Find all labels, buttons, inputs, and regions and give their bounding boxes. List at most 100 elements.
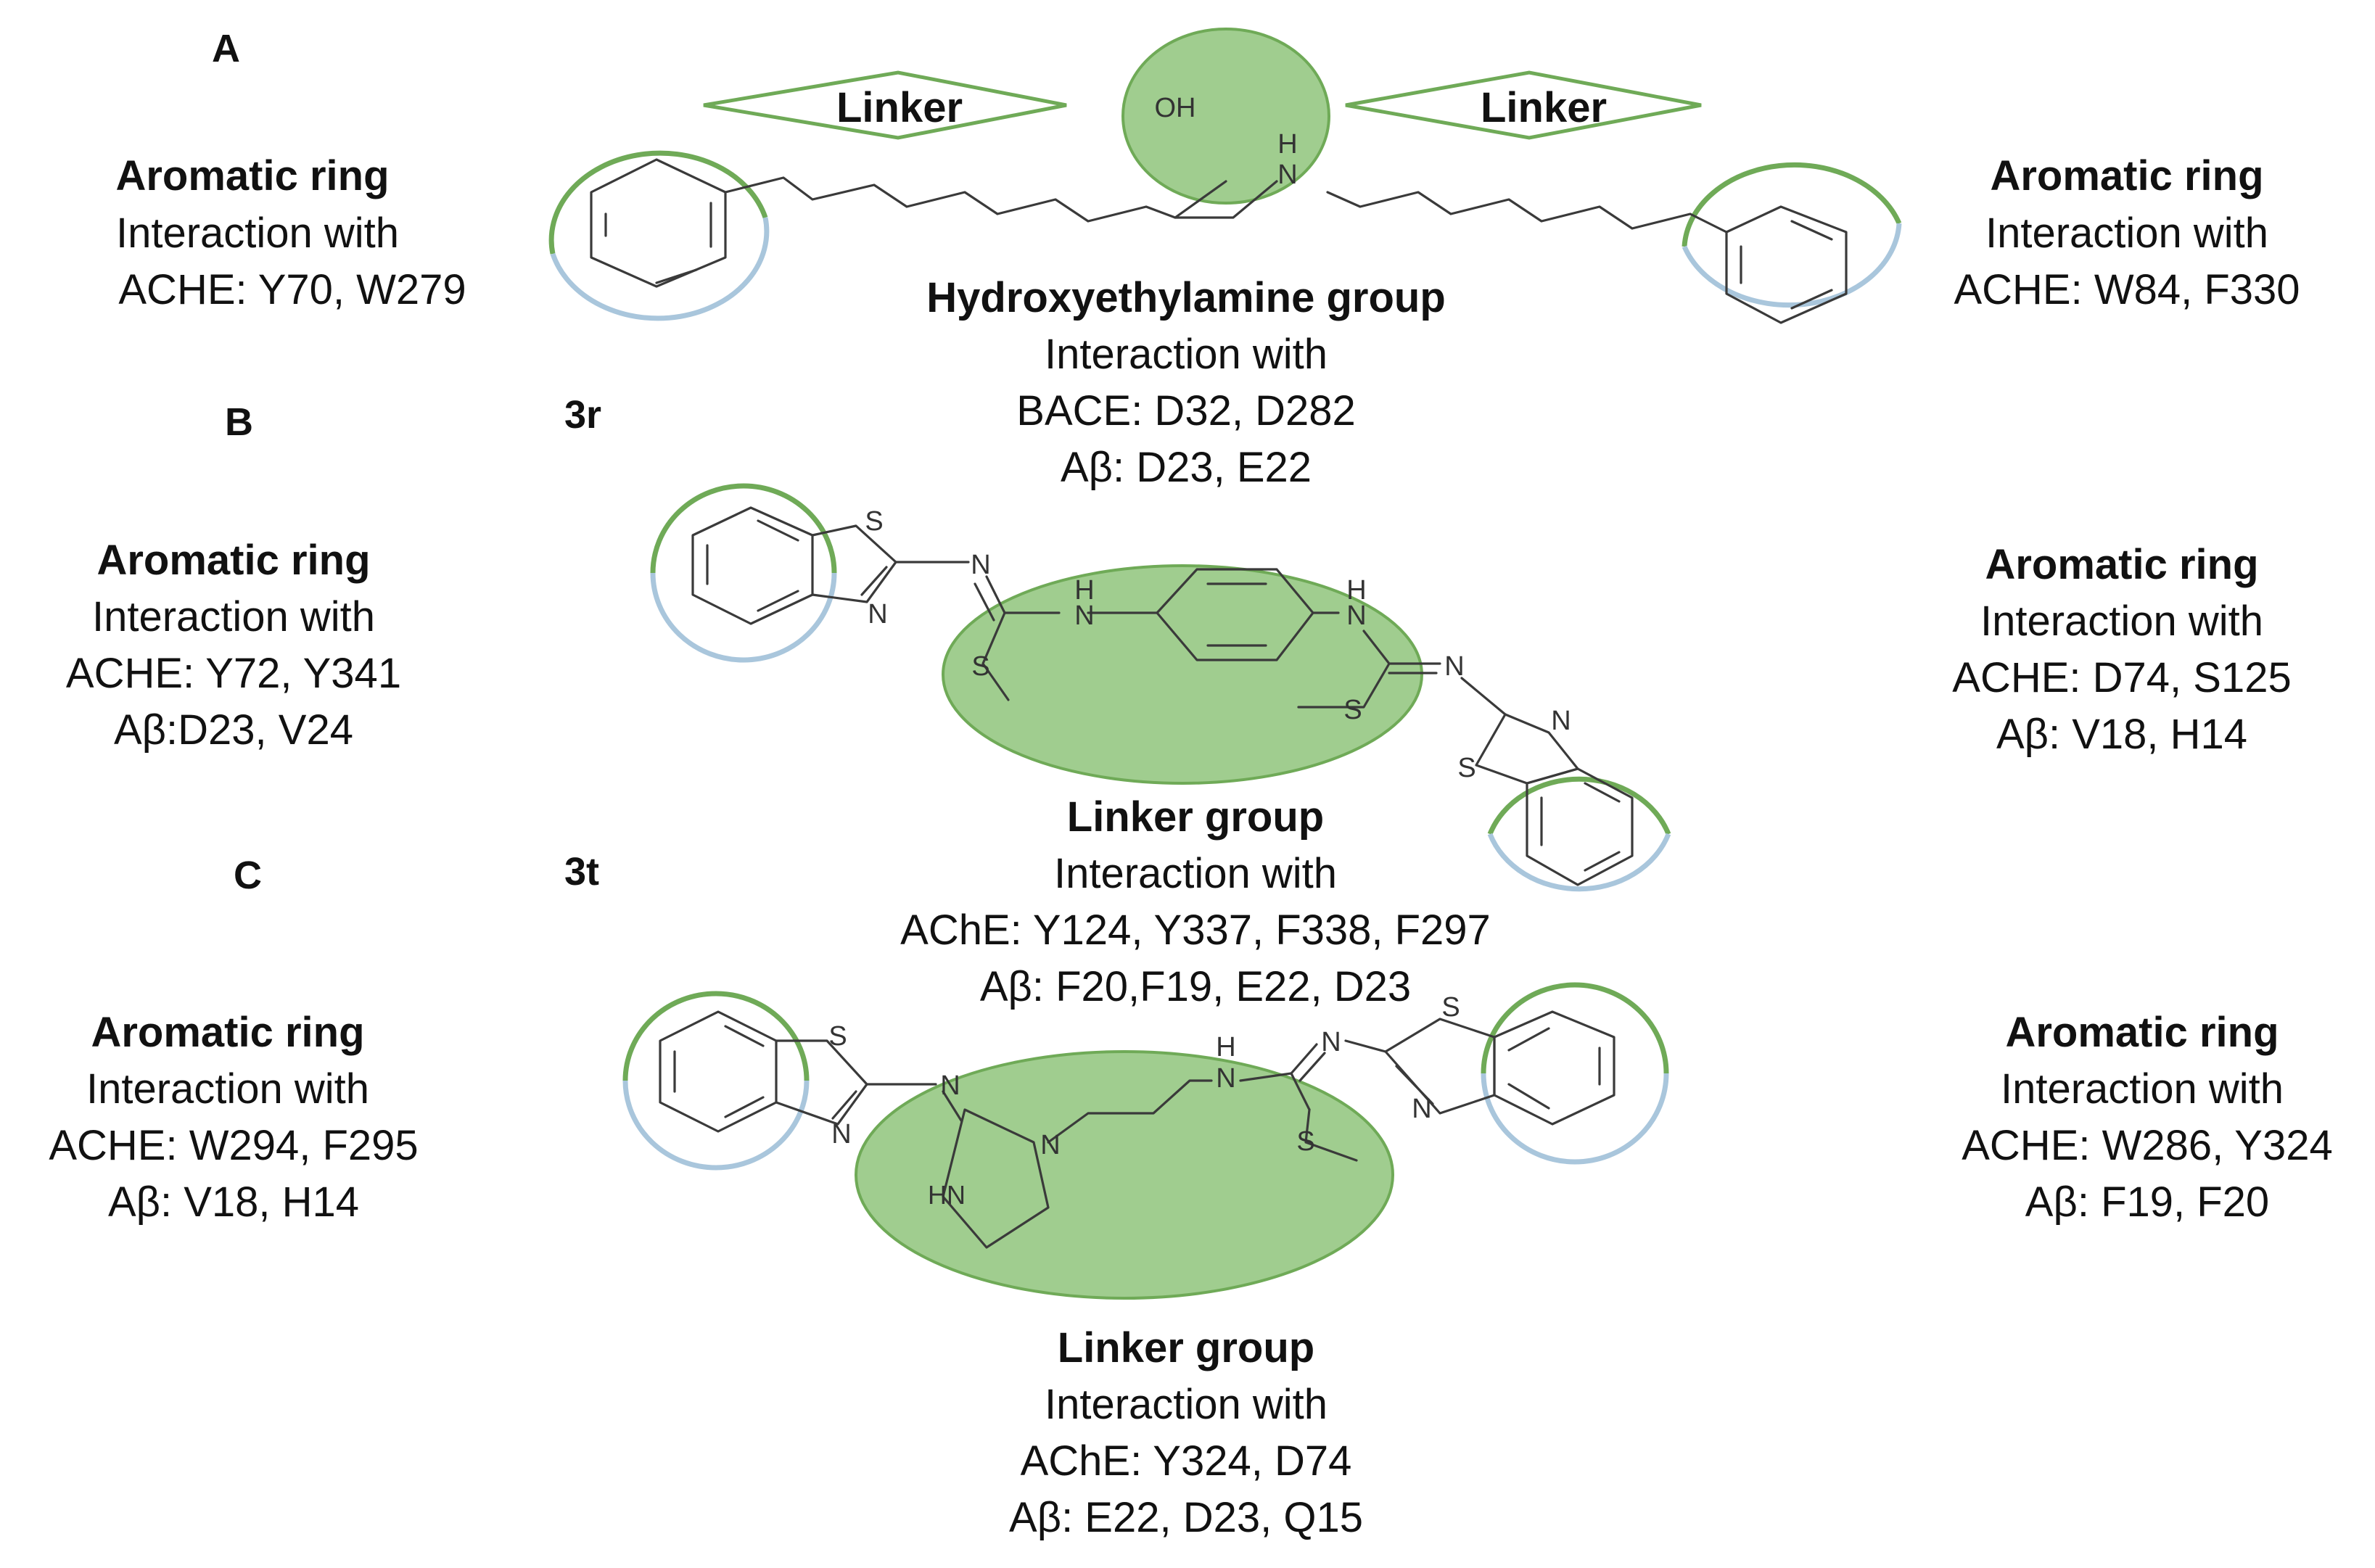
a-chain-ch2	[1174, 180, 1278, 219]
panel-label-a: A	[212, 27, 240, 70]
c-right-benzene	[1493, 1010, 1615, 1126]
annotation-title: Linker group	[1057, 1324, 1315, 1371]
highlight-shapes	[548, 28, 1902, 1300]
b-left-smethyl	[981, 611, 1010, 701]
c-exocyclic-right	[1344, 1039, 1387, 1053]
atom-n: N	[1216, 1063, 1236, 1094]
annotation-line: Interaction with	[1044, 1381, 1328, 1428]
annotation-title: Hydroxyethylamine group	[926, 274, 1446, 321]
atom-s: S	[971, 651, 990, 682]
annotation-line: Interaction with	[91, 593, 376, 640]
atom-h: H	[1216, 1032, 1236, 1062]
annotation-line: BACE: D32, D282	[1016, 387, 1356, 434]
b-right-smethyl	[1297, 662, 1391, 709]
b-left-benzene-inner	[757, 519, 799, 542]
annotation-line: Aβ: D23, E22	[1060, 444, 1312, 491]
a-right-benzene-inner	[1790, 220, 1833, 241]
c-imidazolidine	[942, 1108, 1050, 1249]
atom-s: S	[865, 506, 884, 537]
annotation-line: ACHE: Y70, W279	[118, 266, 466, 313]
atom-h: H	[1277, 129, 1298, 160]
c-right-ring-circle-blue	[1481, 1073, 1669, 1165]
a-right-ring-circle-green	[1682, 162, 1902, 247]
c-cn-double2	[1298, 1052, 1326, 1082]
annotation-line: AChE: Y124, Y337, F338, F297	[900, 907, 1491, 954]
annotation-line: AChE: Y324, D74	[1020, 1437, 1352, 1485]
annotation-line: Aβ: V18, H14	[1996, 711, 2248, 758]
a-right-ring-circle-blue	[1682, 223, 1902, 308]
c-right-benzene-inner	[1507, 1083, 1550, 1110]
b-right-benzene-inner	[1584, 782, 1621, 803]
a-right-benzene-inner	[1790, 289, 1833, 310]
linker-tag-right-shape	[1345, 70, 1702, 140]
atom-n: N	[1040, 1130, 1061, 1160]
atom-s: S	[1457, 753, 1476, 783]
b-exocyclic-right	[1460, 677, 1507, 716]
c-right-thiazole	[1384, 1018, 1496, 1115]
b-right-ring-circle-green	[1487, 776, 1671, 835]
b-right-benzene	[1526, 767, 1634, 886]
annotation-title: Aromatic ring	[91, 1009, 365, 1056]
annotation-line: ACHE: W294, F295	[49, 1122, 419, 1169]
atom-s: S	[1296, 1126, 1315, 1157]
hydroxyethylamine-highlight	[1121, 28, 1330, 205]
b-left-benzene	[691, 506, 814, 625]
annotation-title: Linker group	[1066, 793, 1325, 841]
annotation-line: ACHE: W84, F330	[1954, 266, 2300, 313]
atom-hn: HN	[928, 1180, 966, 1210]
b-left-ring-circle-green	[650, 483, 837, 574]
b-left-thiazole-double	[860, 566, 888, 596]
a-chain	[724, 176, 1227, 223]
c-left-thiazole-double	[831, 1090, 857, 1120]
c-smethyl	[1304, 1108, 1358, 1162]
annotation-line: Aβ: E22, D23, Q15	[1009, 1494, 1363, 1541]
atom-n: N	[1277, 160, 1298, 190]
a-left-ring-circle-blue	[550, 217, 770, 321]
annotation-title: Aromatic ring	[115, 152, 390, 199]
a-chain-right	[1326, 191, 1728, 234]
compound-label-3t: 3t	[564, 850, 600, 894]
annotation-title: Aromatic ring	[96, 537, 371, 584]
annotation-line: Interaction with	[86, 1065, 370, 1113]
atom-n: N	[1346, 601, 1367, 631]
atom-s: S	[1343, 695, 1362, 725]
annotation-line: Interaction with	[115, 210, 400, 257]
c-left-thiazole	[775, 1039, 868, 1126]
bonds	[590, 158, 1848, 1249]
annotation-title: Aromatic ring	[1990, 152, 2264, 199]
annotation-line: Aβ:D23, V24	[114, 706, 353, 754]
c-left-benzene-inner	[724, 1096, 765, 1118]
atom-n: N	[1444, 651, 1465, 682]
panel-label-b: B	[225, 400, 253, 444]
c-right-thiazole-double	[1395, 1065, 1434, 1105]
c-left-ring-circle-green	[622, 991, 810, 1081]
atom-oh: OH	[1154, 93, 1196, 123]
b-right-ring-circle-blue	[1487, 833, 1671, 892]
annotation-line: Interaction with	[1980, 598, 2264, 645]
linker-tag-left-shape	[703, 70, 1067, 140]
linker-tag-left: Linker	[836, 84, 963, 131]
c-left-benzene	[659, 1010, 778, 1133]
atom-n: N	[1074, 601, 1095, 631]
a-left-benzene-inner	[655, 268, 698, 284]
atom-n: N	[1412, 1094, 1432, 1124]
atom-h: H	[1346, 575, 1367, 606]
b-left-carbamimidoyl-double	[974, 582, 995, 622]
b-linker-highlight	[942, 564, 1423, 785]
annotation-line: Interaction with	[1053, 850, 1338, 897]
annotation-line: ACHE: Y72, Y341	[65, 650, 402, 697]
atom-n: N	[1321, 1027, 1341, 1057]
annotation-title: Aromatic ring	[1985, 541, 2259, 588]
atom-n: N	[940, 1070, 960, 1101]
annotation-line: Interaction with	[1985, 210, 2269, 257]
c-cn-double	[1290, 1043, 1318, 1075]
annotation-line: Interaction with	[2000, 1065, 2284, 1113]
annotation-line: ACHE: D74, S125	[1952, 654, 2292, 701]
a-left-benzene	[590, 158, 727, 288]
c-right-ring-circle-green	[1481, 982, 1669, 1074]
c-right-benzene-inner	[1507, 1027, 1550, 1052]
c-linker-highlight	[855, 1050, 1394, 1300]
atom-h: H	[1074, 575, 1095, 606]
annotation-title: Aromatic ring	[2005, 1009, 2279, 1056]
